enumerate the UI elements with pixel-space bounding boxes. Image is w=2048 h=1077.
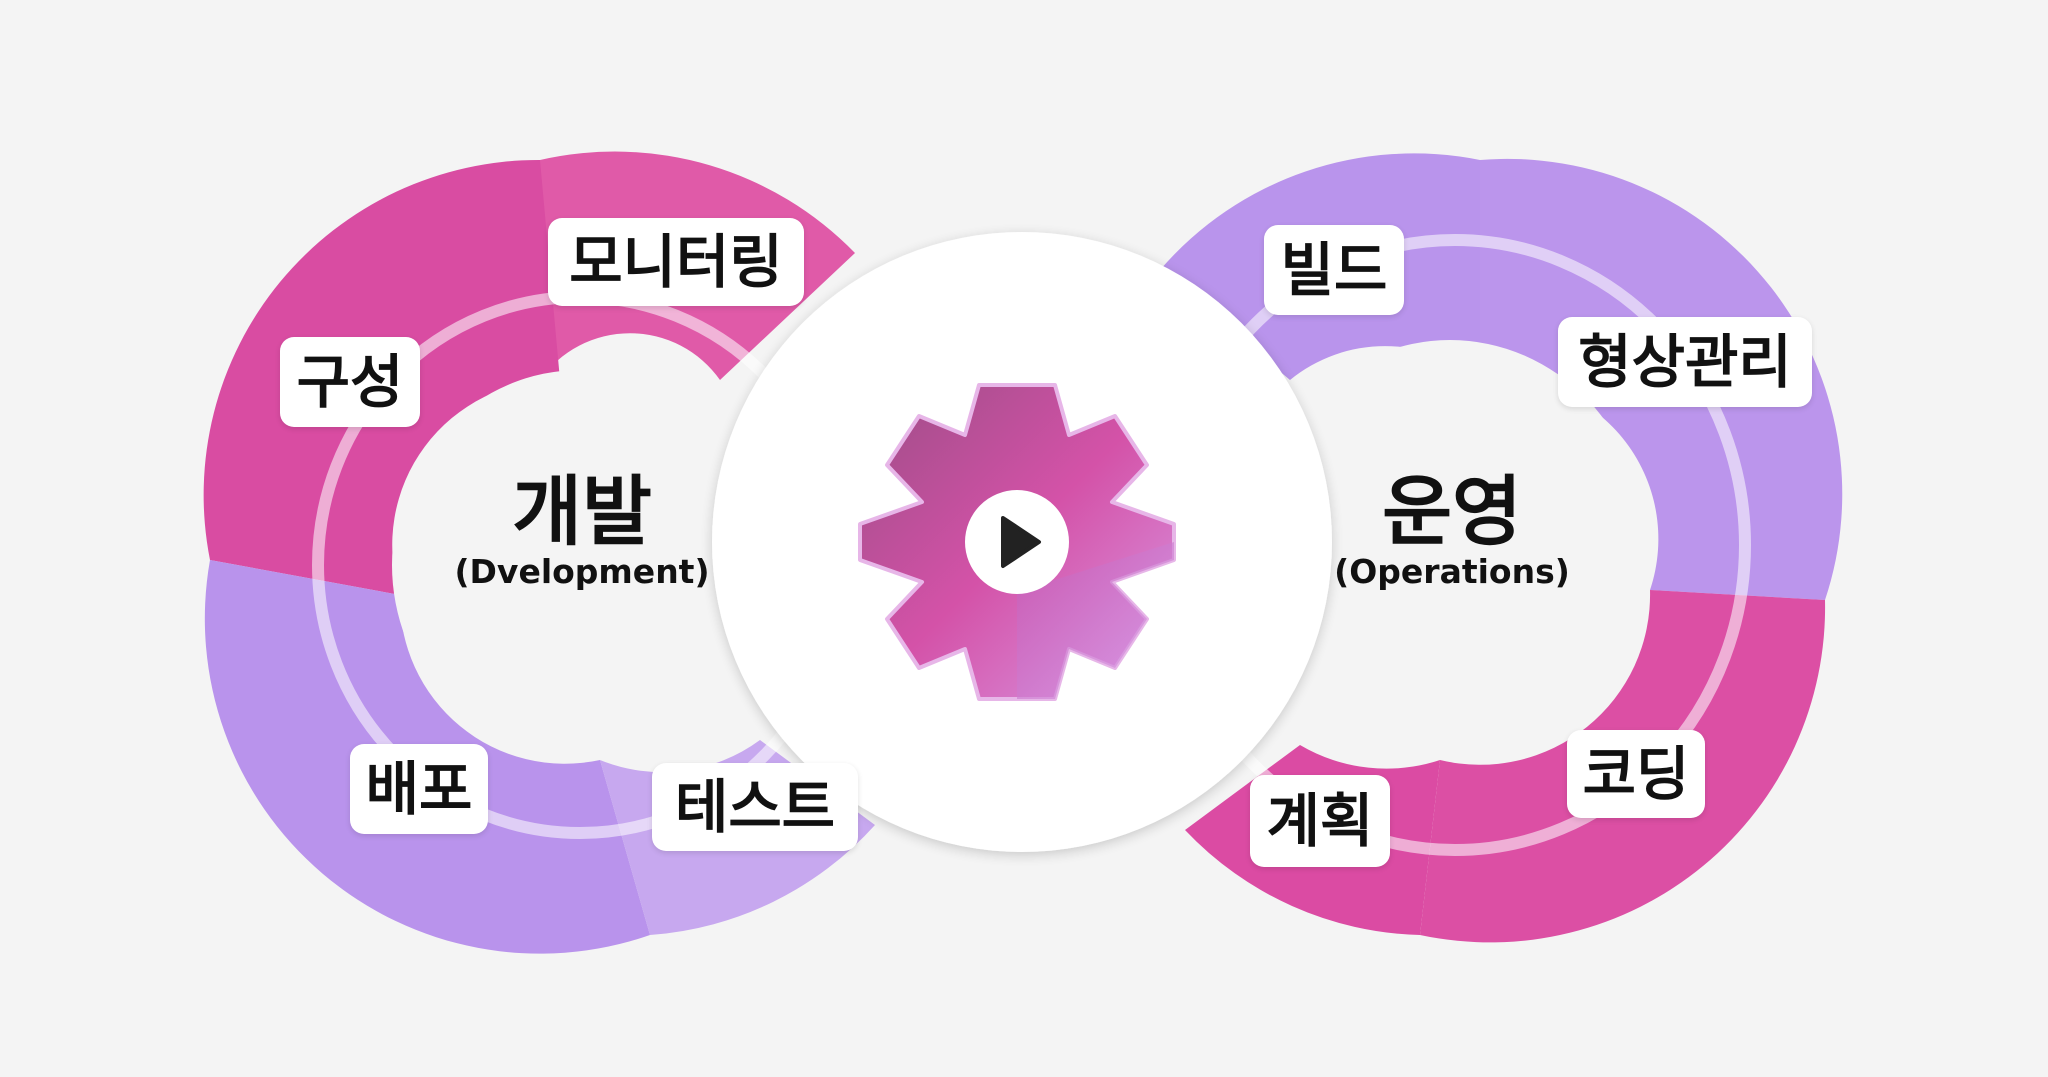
ops-ring-hole [1255, 340, 1645, 750]
play-button-icon[interactable] [965, 490, 1069, 594]
dev-label-test: 테스트 [652, 763, 858, 851]
dev-title: 개발 [512, 467, 652, 556]
ops-label-coding: 코딩 [1567, 730, 1705, 818]
dev-ring-hole [392, 370, 768, 760]
ops-subtitle: (Operations) [1334, 551, 1570, 591]
ops-label-config-mgmt: 형상관리 [1558, 317, 1812, 407]
ops-label-plan: 계획 [1250, 775, 1390, 867]
dev-label-config: 구성 [280, 337, 420, 427]
ops-label-build: 빌드 [1264, 225, 1404, 315]
dev-title-block: 개발 (Dvelopment) [454, 472, 709, 591]
ops-title: 운영 [1382, 467, 1522, 556]
dev-subtitle: (Dvelopment) [454, 551, 710, 591]
ops-title-block: 운영 (Operations) [1334, 472, 1570, 591]
dev-label-monitoring: 모니터링 [548, 218, 804, 306]
gear-icon [858, 383, 1176, 701]
dev-label-deploy: 배포 [350, 744, 488, 834]
